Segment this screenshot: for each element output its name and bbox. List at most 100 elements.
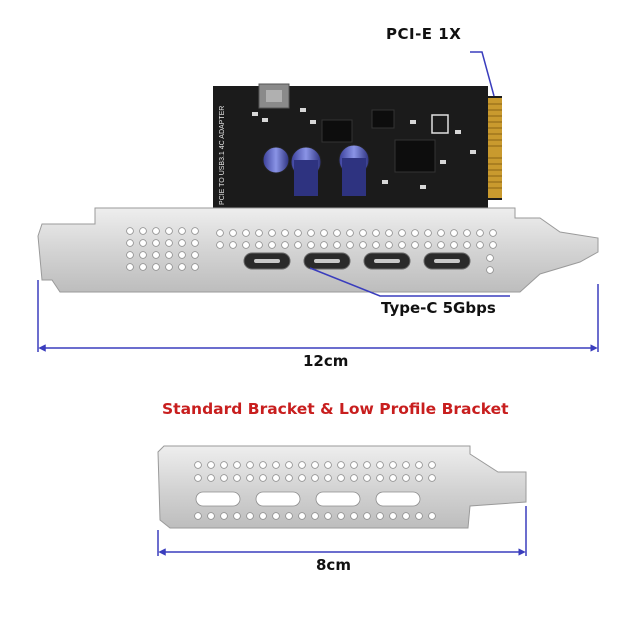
vent-hole xyxy=(298,512,306,520)
vent-hole xyxy=(350,512,358,520)
vent-hole xyxy=(139,263,147,271)
vent-hole xyxy=(246,461,254,469)
vent-hole xyxy=(216,241,224,249)
vent-hole xyxy=(165,263,173,271)
vent-hole xyxy=(337,474,345,482)
vent-hole xyxy=(476,241,484,249)
dimension-8cm xyxy=(157,506,527,556)
vent-hole xyxy=(398,241,406,249)
length-8cm-label: 8cm xyxy=(316,556,351,574)
vent-hole xyxy=(242,229,250,237)
vent-hole xyxy=(191,251,199,259)
vent-hole xyxy=(165,239,173,247)
vent-hole xyxy=(281,241,289,249)
vent-hole xyxy=(298,474,306,482)
vent-hole xyxy=(229,229,237,237)
vent-hole xyxy=(139,251,147,259)
vent-hole xyxy=(126,239,134,247)
typec-port-tongue xyxy=(254,259,280,263)
vent-hole xyxy=(450,229,458,237)
vent-hole xyxy=(398,229,406,237)
vent-hole xyxy=(402,474,410,482)
vent-hole xyxy=(207,461,215,469)
vent-hole xyxy=(363,474,371,482)
vent-hole xyxy=(259,512,267,520)
vent-hole xyxy=(178,239,186,247)
port-cutout xyxy=(255,491,301,507)
length-12cm-label: 12cm xyxy=(303,352,349,370)
vent-hole xyxy=(285,474,293,482)
vent-hole xyxy=(194,474,202,482)
vent-hole xyxy=(389,461,397,469)
vent-hole xyxy=(450,241,458,249)
vent-hole xyxy=(152,263,160,271)
vent-hole xyxy=(376,474,384,482)
standard-bracket xyxy=(37,207,599,293)
vent-hole xyxy=(165,227,173,235)
vent-hole xyxy=(255,241,263,249)
vent-hole xyxy=(385,241,393,249)
vent-hole xyxy=(233,474,241,482)
vent-hole xyxy=(194,512,202,520)
vent-hole xyxy=(207,512,215,520)
vent-hole xyxy=(424,229,432,237)
vent-hole xyxy=(311,461,319,469)
vent-hole xyxy=(337,512,345,520)
vent-hole xyxy=(285,461,293,469)
vent-hole xyxy=(489,241,497,249)
vent-hole xyxy=(229,241,237,249)
vent-hole xyxy=(178,227,186,235)
vent-hole xyxy=(307,241,315,249)
vent-hole xyxy=(363,461,371,469)
pcie-label: PCI-E 1X xyxy=(386,25,462,43)
vent-hole xyxy=(415,474,423,482)
vent-hole xyxy=(424,241,432,249)
vent-hole xyxy=(191,227,199,235)
vent-hole xyxy=(126,263,134,271)
vent-hole xyxy=(385,229,393,237)
vent-hole xyxy=(320,229,328,237)
vent-hole xyxy=(324,512,332,520)
vent-hole xyxy=(255,229,263,237)
vent-hole xyxy=(311,474,319,482)
low-profile-bracket xyxy=(157,445,527,529)
vent-hole xyxy=(437,241,445,249)
vent-hole xyxy=(359,241,367,249)
vent-hole xyxy=(281,229,289,237)
typec-port-tongue xyxy=(434,259,460,263)
typec-callout-line xyxy=(309,267,510,297)
vent-hole xyxy=(220,461,228,469)
vent-hole xyxy=(220,512,228,520)
pcie-callout-line xyxy=(470,51,495,97)
vent-hole xyxy=(463,241,471,249)
pcb-board: PCIE TO USB3.1 4C ADAPTER xyxy=(213,83,502,212)
typec-label: Type-C 5Gbps xyxy=(381,299,496,317)
vent-hole xyxy=(333,229,341,237)
vent-hole xyxy=(207,474,215,482)
vent-hole xyxy=(165,251,173,259)
vent-hole xyxy=(242,241,250,249)
vent-hole xyxy=(389,474,397,482)
vent-hole xyxy=(152,239,160,247)
vent-hole xyxy=(411,241,419,249)
vent-hole xyxy=(246,512,254,520)
vent-hole xyxy=(152,251,160,259)
vent-hole xyxy=(307,229,315,237)
vent-hole xyxy=(216,229,224,237)
typec-port-tongue xyxy=(314,259,340,263)
vent-hole xyxy=(363,512,371,520)
vent-hole xyxy=(415,461,423,469)
vent-hole xyxy=(285,512,293,520)
vent-hole xyxy=(194,461,202,469)
vent-hole xyxy=(428,461,436,469)
vent-hole xyxy=(152,227,160,235)
vent-hole xyxy=(402,512,410,520)
vent-hole xyxy=(359,229,367,237)
vent-hole xyxy=(220,474,228,482)
vent-hole xyxy=(259,461,267,469)
vent-hole xyxy=(268,229,276,237)
vent-hole xyxy=(126,227,134,235)
vent-hole xyxy=(428,512,436,520)
vent-hole xyxy=(324,461,332,469)
vent-hole xyxy=(311,512,319,520)
